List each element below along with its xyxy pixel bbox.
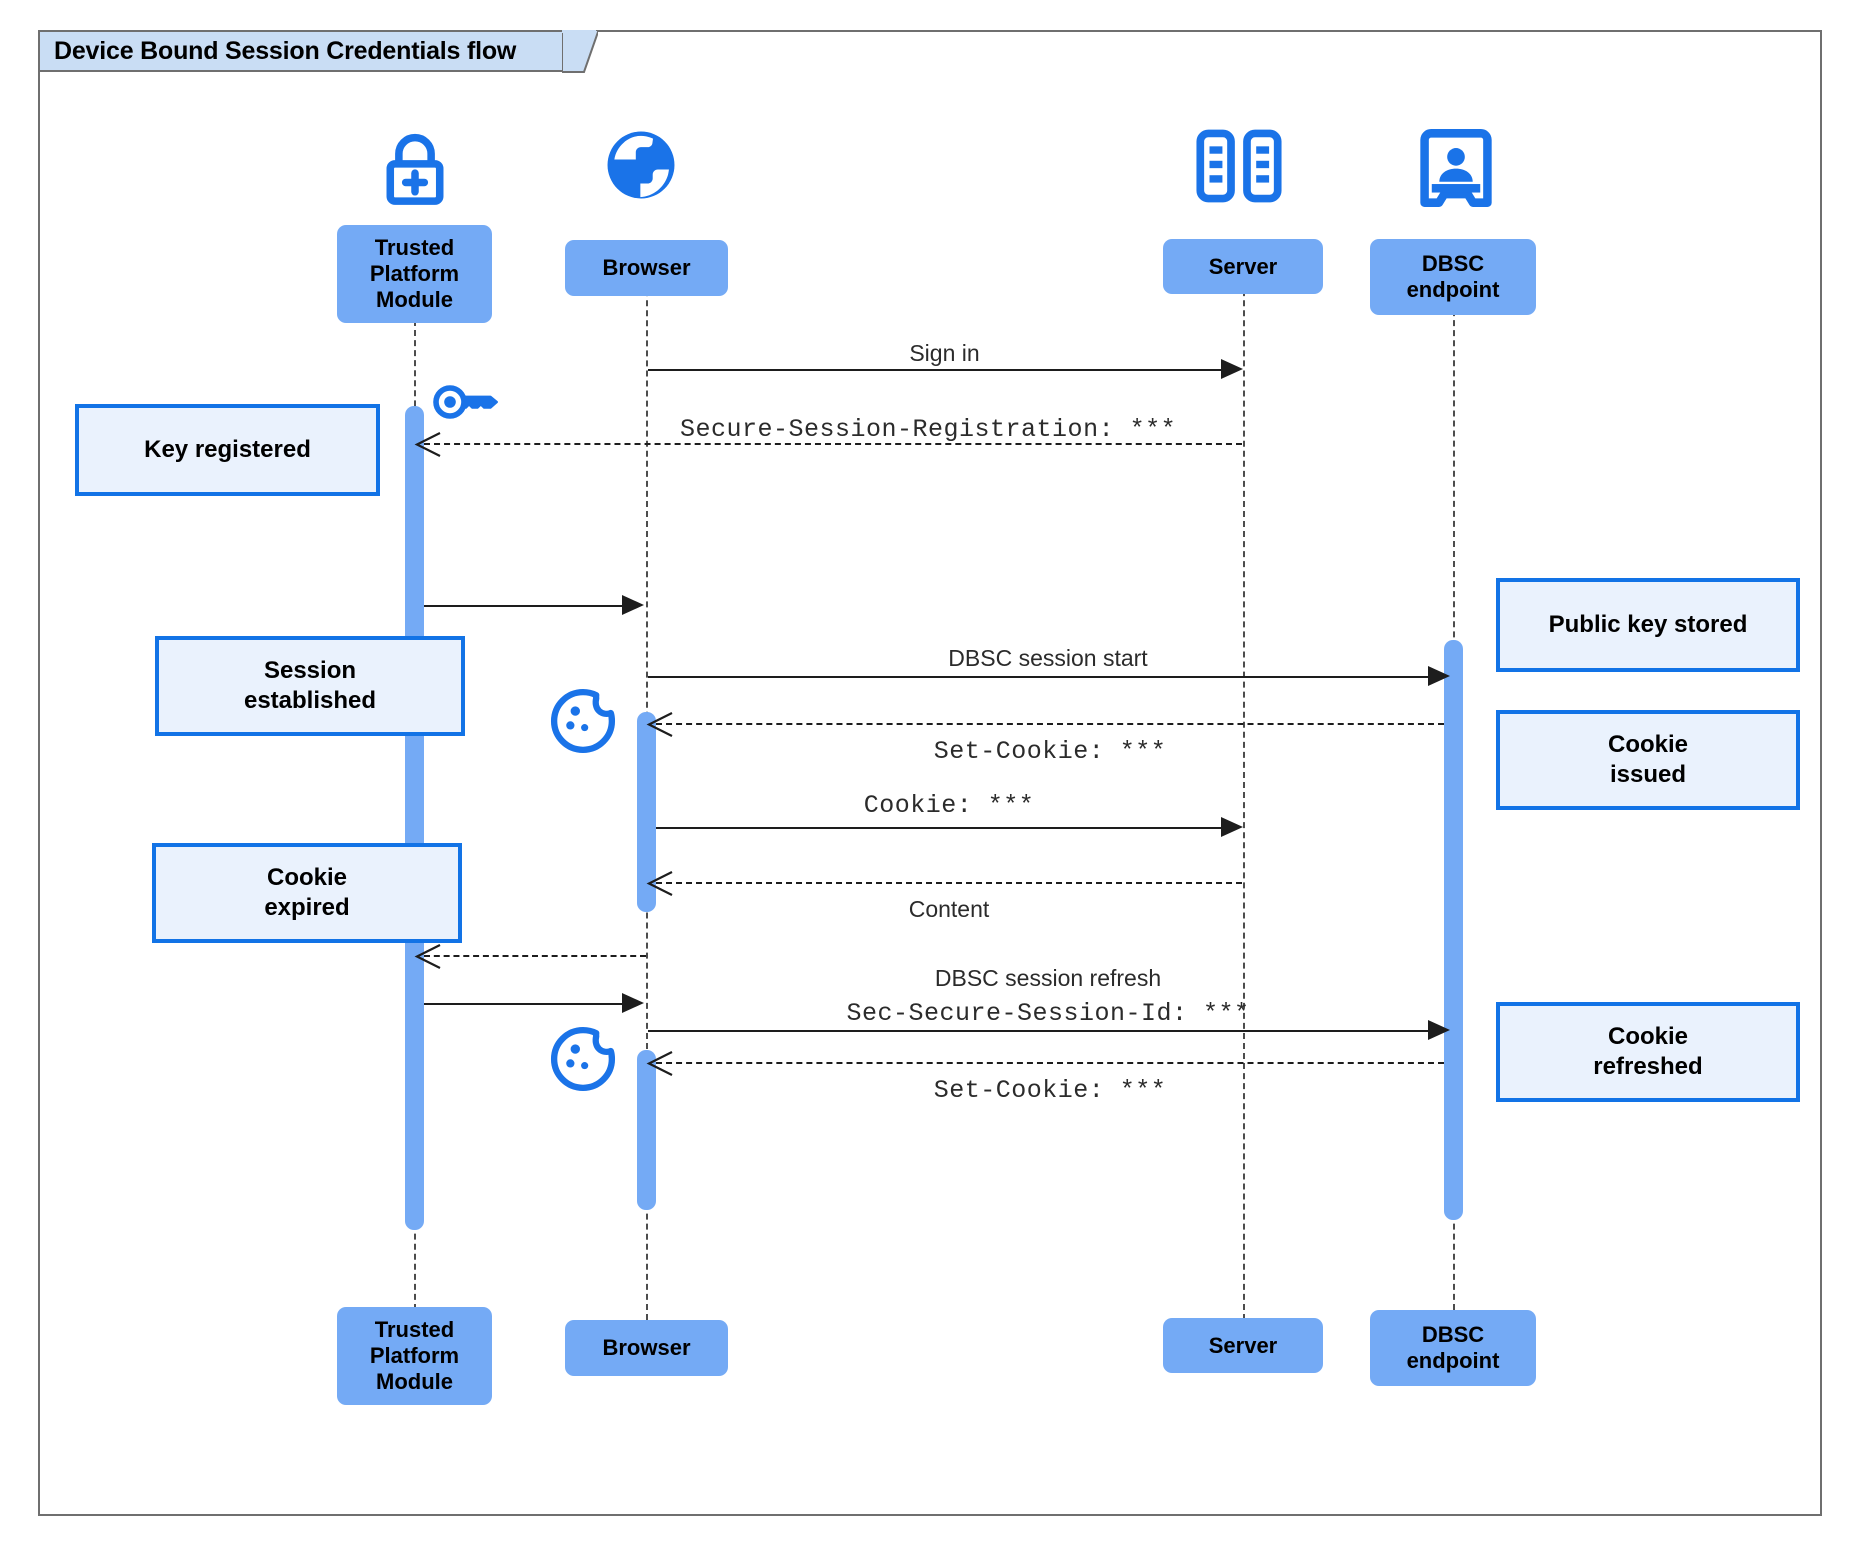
message-label-set-cookie-1: Set-Cookie: *** [656,737,1444,766]
note-text: Key registered [144,436,311,463]
message-label-sec-secure-session-id: Sec-Secure-Session-Id: *** [648,999,1448,1028]
message-line-set-cookie-2 [656,1062,1444,1064]
note-key-registered: Key registered [75,404,380,496]
note-public-key-stored: Public key stored [1496,578,1800,672]
participant-label-line: Server [1208,1332,1278,1358]
message-label-dbsc-session-start: DBSC session start [648,645,1448,672]
participant-label-line: Browser [602,1335,691,1361]
participant-tpm-top[interactable]: Trusted Platform Module [337,225,492,323]
participant-label-line: Module [376,286,453,312]
participant-label-line: Trusted [374,235,455,261]
message-text: Sec-Secure-Session-Id: *** [846,999,1250,1028]
cookie-icon [551,1026,616,1091]
arrowhead-solid-icon [1221,817,1243,837]
message-text: Cookie: *** [863,791,1035,820]
message-label-content: Content [656,896,1242,923]
message-label-secure-session-registration: Secure-Session-Registration: *** [440,415,1600,444]
note-text: Public key stored [1548,611,1748,638]
message-line-sign-in [648,369,1226,371]
participant-label-line: Platform [369,1343,460,1369]
arrowhead-open-icon [646,712,673,737]
frame-title-label: Device Bound Session Credentials flow [54,36,517,65]
note-text: Cookie [266,864,347,891]
participant-dbsc-bottom[interactable]: DBSC endpoint [1370,1310,1536,1386]
note-text: Cookie [1607,731,1688,758]
arrowhead-solid-icon [1428,1020,1450,1040]
arrowhead-open-icon [414,432,441,457]
note-text: expired [264,894,350,921]
message-text: Set-Cookie: *** [933,1076,1167,1105]
message-label-cookie: Cookie: *** [656,791,1242,820]
lifeline-server [1243,250,1245,1320]
participant-label-line: DBSC [1421,1322,1485,1348]
message-line-content [656,882,1242,884]
note-session-established: Session established [155,636,465,736]
participant-label-line: Server [1208,253,1278,279]
message-line-tpm-to-browser-2 [424,1003,626,1005]
note-text: refreshed [1593,1053,1703,1080]
key-icon [433,385,498,419]
activation-dbsc [1444,640,1463,1220]
participant-label-line: endpoint [1406,277,1500,302]
activation-browser-2 [637,1050,656,1210]
globe-icon [607,131,675,199]
message-text: DBSC session refresh [934,965,1162,991]
participant-label-line: Browser [602,255,691,281]
note-text: issued [1609,761,1687,788]
participant-label-line: Trusted [374,1317,455,1343]
message-label-sign-in: Sign in [646,340,1243,367]
message-label-set-cookie-2: Set-Cookie: *** [656,1076,1444,1105]
message-line-set-cookie-1 [656,723,1444,725]
arrowhead-solid-icon [1221,359,1243,379]
id-badge-icon [1420,129,1492,207]
message-line-dbsc-session-refresh [648,1030,1432,1032]
message-line-browser-to-tpm [424,955,646,957]
frame-tab-notch-icon [562,30,599,73]
message-text: Secure-Session-Registration: *** [680,415,1177,444]
message-text: Content [908,896,990,922]
lock-plus-icon [386,133,444,205]
message-text: DBSC session start [948,645,1148,671]
activation-tpm [405,406,424,1230]
message-line-secure-session-registration [424,443,1242,445]
participant-dbsc-top[interactable]: DBSC endpoint [1370,239,1536,315]
message-text: Sign in [909,340,980,366]
message-label-dbsc-session-refresh: DBSC session refresh [648,965,1448,992]
participant-label-line: Platform [369,261,460,287]
participant-tpm-bottom[interactable]: Trusted Platform Module [337,1307,492,1405]
participant-browser-top[interactable]: Browser [565,240,728,296]
participant-label-line: endpoint [1406,1348,1500,1373]
participant-browser-bottom[interactable]: Browser [565,1320,728,1376]
message-line-dbsc-session-start [648,676,1432,678]
arrowhead-solid-icon [1428,666,1450,686]
participant-label-line: Module [376,1368,453,1394]
server-rack-icon [1196,129,1282,203]
arrowhead-solid-icon [622,993,644,1013]
cookie-icon [551,688,616,753]
arrowhead-solid-icon [622,595,644,615]
participant-label-line: DBSC [1421,251,1485,277]
note-text: Session [263,657,357,684]
note-cookie-issued: Cookie issued [1496,710,1800,810]
message-line-tpm-to-browser-1 [424,605,626,607]
note-text: established [243,687,377,714]
note-cookie-refreshed: Cookie refreshed [1496,1002,1800,1102]
participant-server-top[interactable]: Server [1163,239,1323,294]
arrowhead-open-icon [646,1051,673,1076]
arrowhead-open-icon [646,871,673,896]
participant-server-bottom[interactable]: Server [1163,1318,1323,1373]
message-line-cookie [656,827,1226,829]
frame-title-tab: Device Bound Session Credentials flow [38,30,565,72]
message-text: Set-Cookie: *** [933,737,1167,766]
note-text: Cookie [1607,1023,1688,1050]
arrowhead-open-icon [414,944,441,969]
note-cookie-expired: Cookie expired [152,843,462,943]
activation-browser-1 [637,712,656,912]
